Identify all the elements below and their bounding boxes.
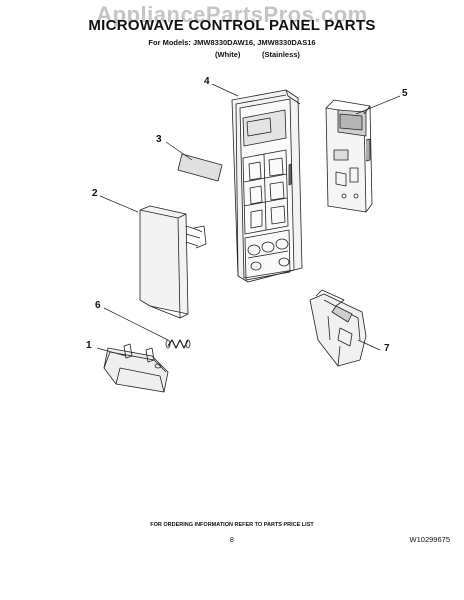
- callout-2: 2: [92, 188, 98, 199]
- finish-white: (White): [215, 50, 241, 59]
- part-1-latch-button: [103, 343, 169, 393]
- part-7-bracket: [309, 289, 367, 367]
- watermark: AppliancePartsPros.com: [96, 2, 368, 27]
- ordering-note: FOR ORDERING INFORMATION REFER TO PARTS …: [150, 522, 314, 528]
- callout-3: 3: [156, 134, 162, 145]
- part-6-spring: [165, 339, 191, 349]
- document-number: W10299675: [409, 535, 450, 544]
- callout-6: 6: [95, 300, 101, 311]
- part-3-overlay: [177, 153, 223, 182]
- models-line: For Models: JMW8330DAW16, JMW8330DAS16: [148, 38, 316, 47]
- callout-5: 5: [402, 88, 408, 99]
- callout-4: 4: [204, 76, 210, 87]
- part-2-cover: [139, 205, 207, 319]
- callout-7: 7: [384, 343, 390, 354]
- finish-stainless: (Stainless): [262, 50, 300, 59]
- page-title: MICROWAVE CONTROL PANEL PARTS: [88, 17, 376, 34]
- part-5-control-board: [325, 99, 373, 213]
- leader-lines: [96, 83, 401, 357]
- part-4-control-panel-frame: [231, 89, 303, 283]
- callout-1: 1: [86, 340, 92, 351]
- page-number: 8: [230, 537, 234, 544]
